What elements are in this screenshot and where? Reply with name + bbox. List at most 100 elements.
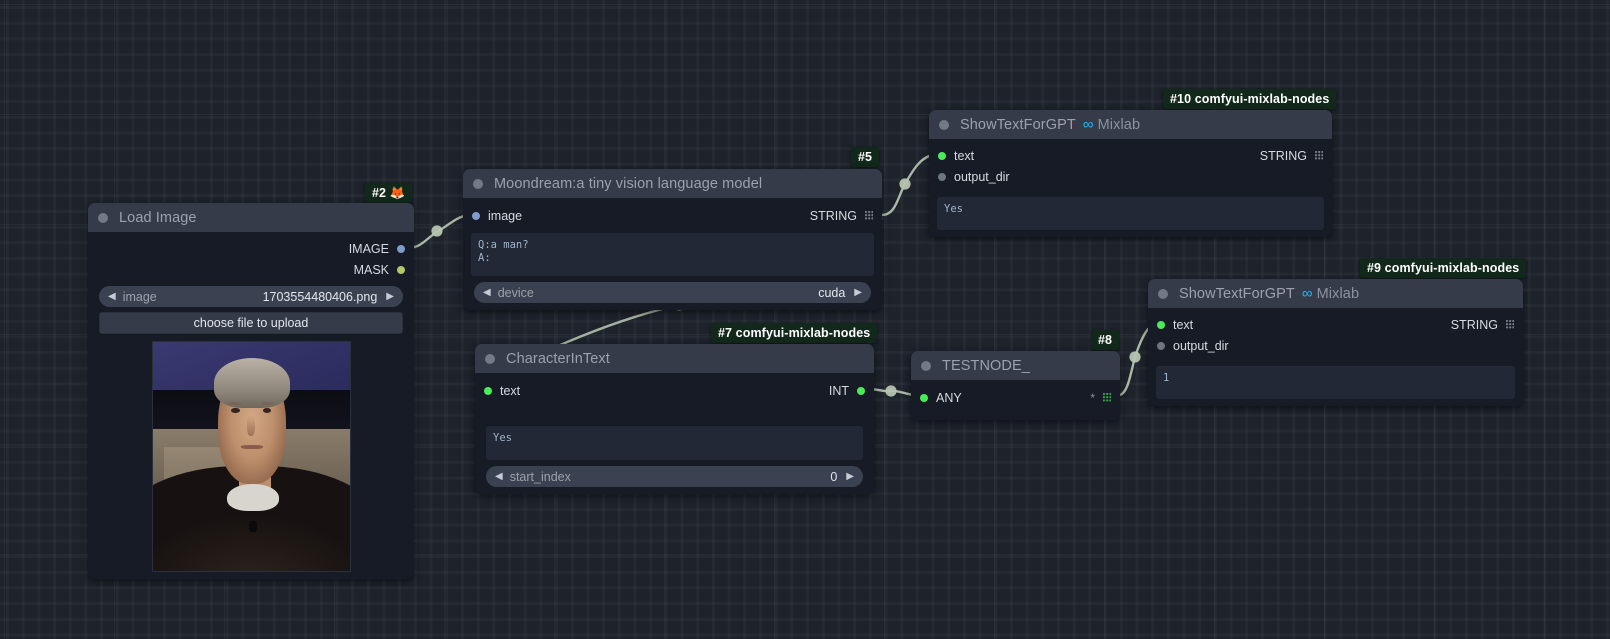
infinity-icon: ∞ xyxy=(1082,116,1094,133)
output-slot-label: INT xyxy=(828,383,849,398)
node-badge-7: #7 comfyui-mixlab-nodes xyxy=(711,323,878,343)
combo-next-arrow-icon[interactable]: ▶ xyxy=(854,286,862,298)
input-slot-label: text xyxy=(1173,317,1194,332)
output-slot-image[interactable]: IMAGE xyxy=(88,238,414,259)
slot-dot-icon[interactable] xyxy=(1157,341,1165,350)
combo-name: device xyxy=(497,285,534,300)
mixlab-label: Mixlab xyxy=(1316,285,1360,302)
grid-handle-icon[interactable] xyxy=(865,211,873,220)
output-slot-int[interactable]: INT xyxy=(829,384,865,398)
node-badge-8: #8 xyxy=(1091,330,1120,350)
combo-next-arrow-icon[interactable]: ▶ xyxy=(386,290,394,302)
node-title-bar[interactable]: TESTNODE_ xyxy=(911,351,1120,380)
node-title-text: Moondream:a tiny vision language model xyxy=(494,175,763,192)
prompt-text-widget[interactable]: Q:a man? A: xyxy=(471,233,874,276)
collapse-dot-icon[interactable] xyxy=(473,178,483,189)
combo-name: start_index xyxy=(509,469,571,484)
node-showtext-10[interactable]: ShowTextForGPT ∞ Mixlab text STRING outp… xyxy=(929,110,1332,237)
combo-prev-arrow-icon[interactable]: ◀ xyxy=(108,290,116,302)
combo-name: image xyxy=(122,289,157,304)
combo-value: cuda xyxy=(818,285,846,300)
grid-handle-icon[interactable] xyxy=(1506,320,1514,329)
input-slot-label: output_dir xyxy=(954,169,1010,184)
output-slot-string[interactable]: STRING xyxy=(810,209,873,223)
slot-dot-icon[interactable] xyxy=(472,211,480,220)
node-badge-9: #9 comfyui-mixlab-nodes xyxy=(1360,258,1527,278)
slot-row-output-dir: output_dir xyxy=(929,166,1332,187)
grid-handle-icon[interactable] xyxy=(1315,151,1323,160)
output-slot-any[interactable]: * xyxy=(1090,390,1111,405)
node-showtext-9[interactable]: ShowTextForGPT ∞ Mixlab text STRING outp… xyxy=(1148,279,1523,406)
slot-dot-icon[interactable] xyxy=(938,172,946,181)
input-slot-text[interactable]: text xyxy=(1157,318,1193,332)
wildcard-type-label: * xyxy=(1090,390,1095,405)
slot-dot-icon[interactable] xyxy=(938,151,946,160)
slot-row-text: text STRING xyxy=(929,145,1332,166)
mixlab-brand: ∞ Mixlab xyxy=(1083,117,1140,133)
slot-dot-icon[interactable] xyxy=(397,265,405,274)
combo-prev-arrow-icon[interactable]: ◀ xyxy=(483,286,491,298)
node-title-bar[interactable]: CharacterInText xyxy=(475,344,874,373)
input-slot-text[interactable]: text xyxy=(484,384,520,398)
node-testnode[interactable]: TESTNODE_ ANY * xyxy=(911,351,1120,420)
node-body: IMAGE MASK ◀ image 1703554480406.png ▶ c… xyxy=(88,238,414,579)
mixlab-brand: ∞ Mixlab xyxy=(1302,286,1359,302)
output-slot-label: IMAGE xyxy=(348,241,389,256)
output-slot-string[interactable]: STRING xyxy=(1451,318,1514,332)
start-index-widget[interactable]: ◀ start_index 0 ▶ xyxy=(486,466,863,487)
output-slot-mask[interactable]: MASK xyxy=(88,259,414,280)
input-slot-label: text xyxy=(954,148,975,163)
slot-row-text: text STRING xyxy=(1148,314,1523,335)
node-moondream[interactable]: Moondream:a tiny vision language model i… xyxy=(463,169,882,310)
choose-file-to-upload-button[interactable]: choose file to upload xyxy=(99,312,403,334)
input-slot-any[interactable]: ANY xyxy=(920,391,962,405)
node-title-bar[interactable]: Load Image xyxy=(88,203,414,232)
slot-row-image: image STRING xyxy=(463,204,882,227)
infinity-icon: ∞ xyxy=(1301,285,1313,302)
node-title-bar[interactable]: Moondream:a tiny vision language model xyxy=(463,169,882,198)
node-load-image[interactable]: Load Image IMAGE MASK ◀ image 1703554480… xyxy=(88,203,414,579)
slot-dot-icon[interactable] xyxy=(397,244,405,253)
node-body: text STRING output_dir 1 xyxy=(1148,314,1523,406)
output-slot-string[interactable]: STRING xyxy=(1260,149,1323,163)
node-title-bar[interactable]: ShowTextForGPT ∞ Mixlab xyxy=(1148,279,1523,308)
node-title-bar[interactable]: ShowTextForGPT ∞ Mixlab xyxy=(929,110,1332,139)
node-body: text STRING output_dir Yes xyxy=(929,145,1332,237)
output-slot-label: MASK xyxy=(353,262,389,277)
grid-handle-icon[interactable] xyxy=(1103,393,1111,402)
image-preview[interactable] xyxy=(151,341,351,572)
input-slot-label: output_dir xyxy=(1173,338,1229,353)
result-text-widget[interactable]: 1 xyxy=(1156,366,1515,399)
slot-dot-icon[interactable] xyxy=(857,386,865,395)
input-slot-image[interactable]: image xyxy=(472,209,522,223)
portrait-photo xyxy=(152,342,350,571)
node-title-text: Load Image xyxy=(119,209,197,226)
collapse-dot-icon[interactable] xyxy=(1158,288,1168,299)
device-combo-widget[interactable]: ◀ device cuda ▶ xyxy=(474,282,871,303)
input-slot-text[interactable]: text xyxy=(938,149,974,163)
slot-row-any: ANY * xyxy=(911,386,1120,409)
image-combo-widget[interactable]: ◀ image 1703554480406.png ▶ xyxy=(99,286,403,307)
input-slot-label: image xyxy=(488,208,523,223)
combo-next-arrow-icon[interactable]: ▶ xyxy=(846,470,854,482)
input-slot-output-dir[interactable]: output_dir xyxy=(1157,339,1229,353)
collapse-dot-icon[interactable] xyxy=(939,119,949,130)
combo-value: 1703554480406.png xyxy=(262,289,378,304)
slot-dot-icon[interactable] xyxy=(1157,320,1165,329)
slot-dot-icon[interactable] xyxy=(920,393,928,402)
slot-dot-icon[interactable] xyxy=(484,386,492,395)
collapse-dot-icon[interactable] xyxy=(921,360,931,371)
result-text-widget[interactable]: Yes xyxy=(937,197,1324,230)
input-slot-output-dir[interactable]: output_dir xyxy=(938,170,1010,184)
node-title-text: ShowTextForGPT xyxy=(1179,285,1295,302)
mixlab-label: Mixlab xyxy=(1097,116,1141,133)
collapse-dot-icon[interactable] xyxy=(98,212,108,223)
output-slot-label: STRING xyxy=(1259,148,1307,163)
node-body: text INT Yes ◀ start_index 0 ▶ xyxy=(475,379,874,494)
node-badge-2: #2 🦊 xyxy=(365,183,413,203)
node-character-in-text[interactable]: CharacterInText text INT Yes ◀ start_ind… xyxy=(475,344,874,494)
combo-prev-arrow-icon[interactable]: ◀ xyxy=(495,470,503,482)
node-title-text: CharacterInText xyxy=(506,350,610,367)
result-text-widget[interactable]: Yes xyxy=(486,426,863,460)
collapse-dot-icon[interactable] xyxy=(485,353,495,364)
